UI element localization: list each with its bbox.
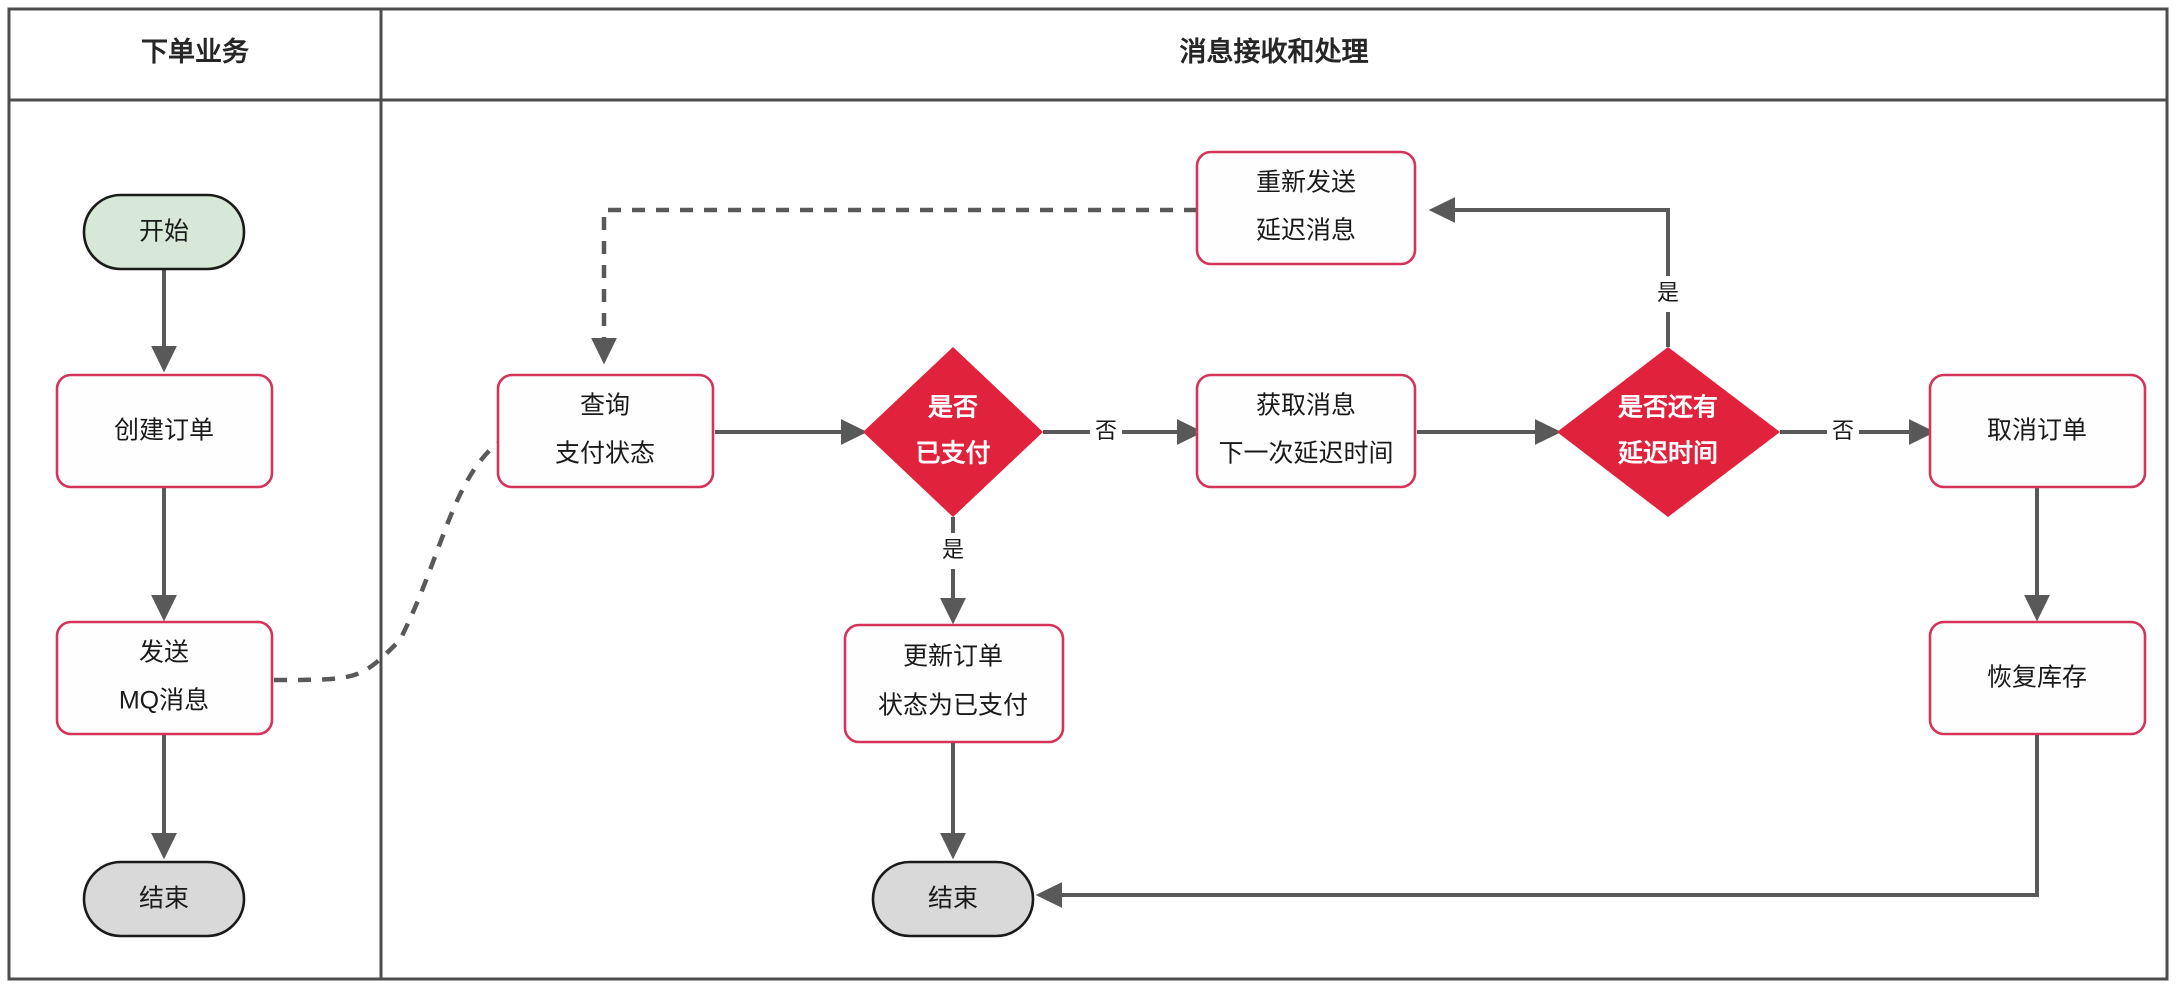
node-end-left-shape: [82, 860, 246, 938]
edge-label-is-paid-yes: 是: [942, 537, 964, 562]
node-has-delay-decision[interactable]: 是否还有 延迟时间: [1557, 347, 1780, 517]
node-cancel-order-label: 取消订单: [1987, 417, 2087, 445]
edge-label-bg-is-paid-no: [1090, 414, 1122, 450]
node-start[interactable]: 开始: [82, 193, 246, 271]
node-cancel-order[interactable]: 取消订单: [1928, 373, 2147, 489]
node-send-mq-shape: [55, 620, 274, 736]
node-update-order-status-label-line1: 更新订单: [903, 643, 1003, 671]
node-end-right-label: 结束: [928, 885, 978, 913]
node-get-message-delay[interactable]: 获取消息 下一次延迟时间: [1195, 373, 1417, 489]
edge-restore-stock-to-end-right: [1035, 733, 2039, 908]
node-resend-delayed-message[interactable]: 重新发送 延迟消息: [1195, 150, 1417, 266]
edge-send-mq-to-query-dashed: [273, 417, 557, 683]
node-query-payment-status[interactable]: 查询 支付状态: [496, 373, 715, 489]
node-get-message-delay-label-line1: 获取消息: [1256, 392, 1356, 420]
node-query-payment-status-label-line2: 支付状态: [555, 440, 655, 468]
node-end-right-shape: [871, 860, 1035, 938]
edge-label-has-delay-no: 否: [1832, 418, 1854, 443]
node-end-left[interactable]: 结束: [82, 860, 246, 938]
node-restore-stock-shape: [1928, 620, 2147, 736]
edge-label-bg-has-delay-no: [1827, 414, 1859, 450]
node-restore-stock[interactable]: 恢复库存: [1928, 620, 2147, 736]
edge-resend-to-query-dashed: [591, 207, 1197, 365]
node-update-order-status-label-line2: 状态为已支付: [878, 692, 1028, 720]
lane-title-right: 消息接收和处理: [1180, 36, 1369, 67]
node-query-payment-status-label-line1: 查询: [580, 392, 630, 420]
node-update-order-status-shape: [843, 623, 1065, 744]
node-end-right[interactable]: 结束: [871, 860, 1035, 938]
node-send-mq[interactable]: 发送 MQ消息: [55, 620, 274, 736]
edge-label-bg-has-delay-yes: [1652, 276, 1684, 312]
node-has-delay-decision-label-line2: 延迟时间: [1617, 440, 1718, 468]
node-resend-delayed-message-label-line2: 延迟消息: [1256, 217, 1356, 245]
node-get-message-delay-shape: [1195, 373, 1417, 489]
node-send-mq-label-line2: MQ消息: [119, 687, 209, 715]
node-cancel-order-shape: [1928, 373, 2147, 489]
node-has-delay-decision-shape: [1557, 347, 1780, 517]
node-is-paid-decision-shape: [863, 347, 1043, 517]
node-query-payment-status-shape: [496, 373, 715, 489]
node-start-label: 开始: [139, 218, 189, 246]
edge-label-is-paid-no: 否: [1095, 418, 1117, 443]
node-is-paid-decision-label-line1: 是否: [928, 394, 978, 422]
node-is-paid-decision[interactable]: 是否 已支付: [863, 347, 1043, 517]
node-end-left-label: 结束: [139, 885, 189, 913]
node-create-order-shape: [55, 373, 274, 489]
node-send-mq-label-line1: 发送: [139, 639, 189, 667]
edge-label-has-delay-yes: 是: [1657, 280, 1679, 305]
node-is-paid-decision-label-line2: 已支付: [915, 440, 990, 468]
node-restore-stock-label: 恢复库存: [1987, 664, 2087, 692]
node-get-message-delay-label-line2: 下一次延迟时间: [1218, 440, 1393, 468]
node-create-order[interactable]: 创建订单: [55, 373, 274, 489]
node-update-order-status[interactable]: 更新订单 状态为已支付: [843, 623, 1065, 744]
lane-title-left: 下单业务: [141, 37, 249, 67]
node-resend-delayed-message-label-line1: 重新发送: [1256, 169, 1356, 197]
edge-label-bg-is-paid-yes: [937, 533, 969, 569]
swimlane-frame: [7, 7, 2169, 981]
node-start-shape: [82, 193, 246, 271]
node-resend-delayed-message-shape: [1195, 150, 1417, 266]
node-has-delay-decision-label-line1: 是否还有: [1618, 394, 1718, 422]
node-create-order-label: 创建订单: [114, 417, 214, 445]
